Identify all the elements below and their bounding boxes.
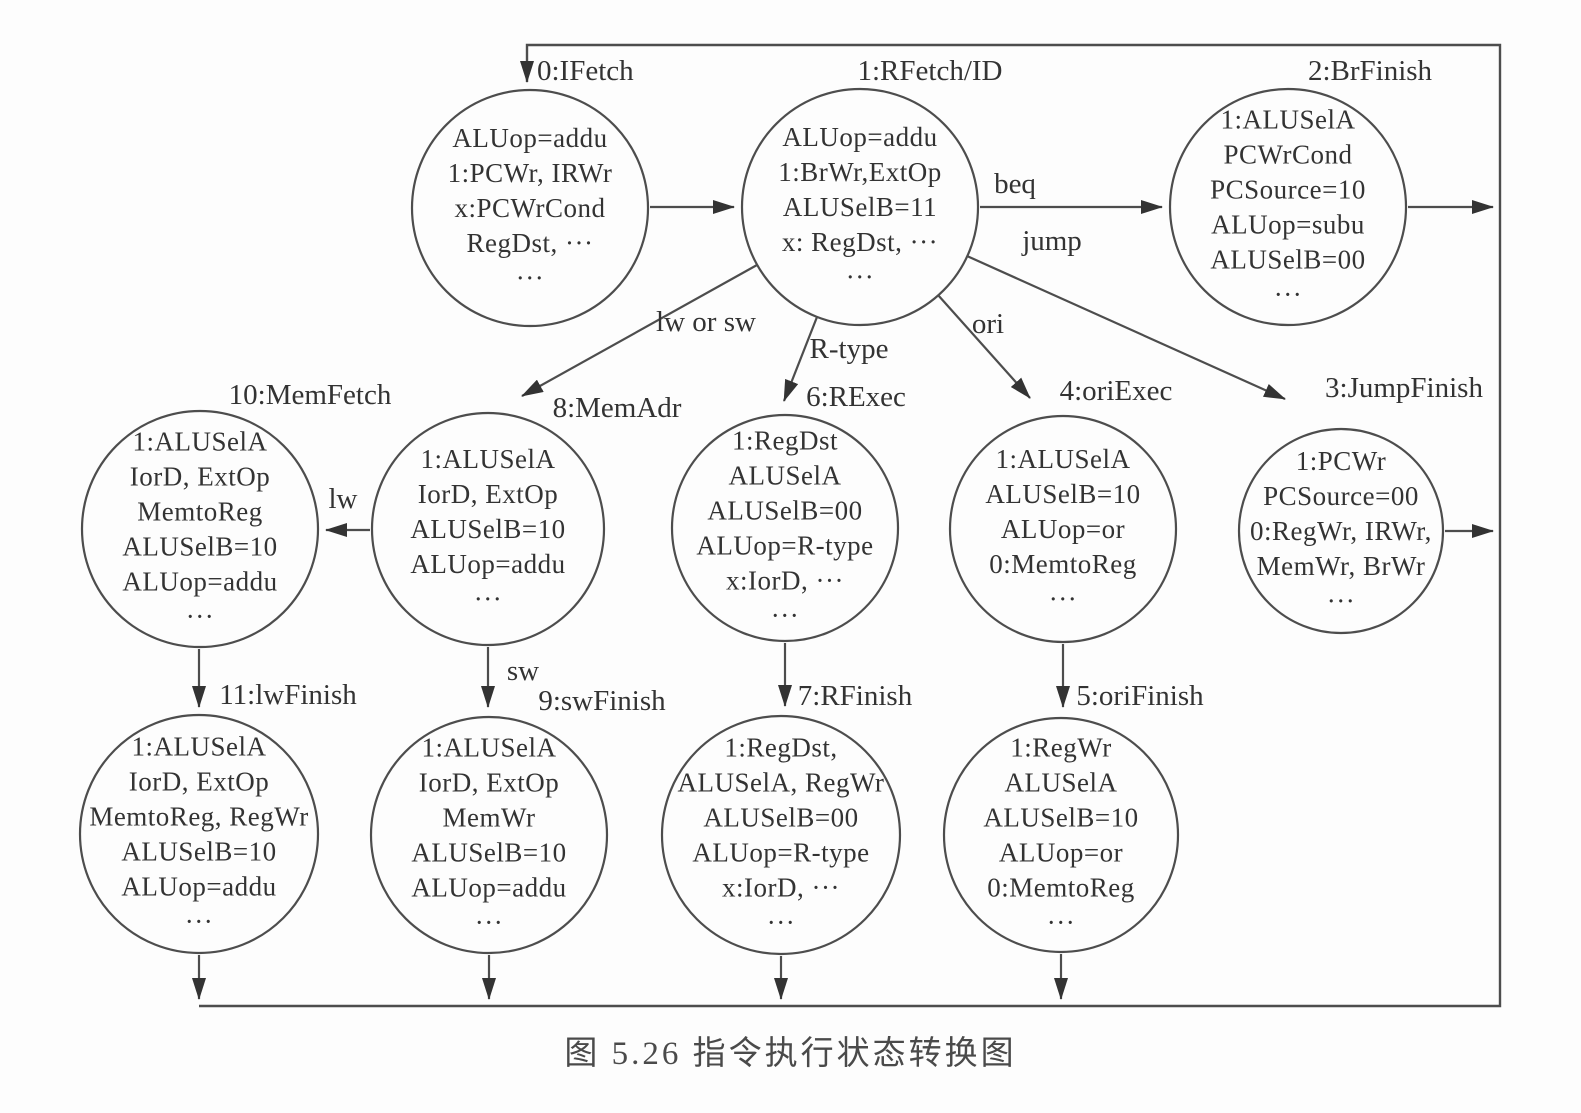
transition-1-3	[966, 254, 1286, 401]
figure-caption: 图 5.26 指令执行状态转换图	[564, 1036, 1017, 1072]
state-circle-4	[948, 414, 1178, 644]
state-circle-5	[942, 716, 1180, 954]
state-name-3: 3:JumpFinish	[1325, 372, 1483, 404]
state-circle-0	[410, 88, 650, 328]
state-name-2: 2:BrFinish	[1308, 55, 1433, 87]
state-name-5: 5:oriFinish	[1076, 680, 1204, 712]
transition-label-8-10: lw	[329, 483, 358, 515]
transition-label-8-9: sw	[507, 655, 539, 687]
transition-1-8	[521, 264, 758, 397]
transition-label-1-3: jump	[1021, 225, 1082, 257]
transition-1-6	[782, 316, 819, 402]
state-name-0: 0:IFetch	[537, 55, 634, 87]
state-circle-1	[740, 87, 980, 327]
state-circle-10	[80, 409, 320, 649]
transition-label-1-2: beq	[994, 168, 1036, 200]
transition-label-1-8: lw or sw	[656, 306, 756, 338]
state-circle-3	[1237, 427, 1445, 635]
state-circle-6	[670, 413, 900, 643]
state-name-8: 8:MemAdr	[553, 392, 682, 424]
state-circle-9	[369, 715, 609, 955]
state-name-9: 9:swFinish	[538, 685, 666, 717]
state-name-11: 11:lwFinish	[219, 679, 357, 711]
state-circle-7	[660, 714, 902, 956]
transition-label-1-6: R-type	[810, 333, 889, 365]
state-circle-11	[78, 713, 320, 955]
state-circle-2	[1168, 87, 1408, 327]
state-name-6: 6:RExec	[806, 381, 906, 413]
state-name-4: 4:oriExec	[1060, 375, 1173, 407]
feedback-loop-line	[199, 43, 1502, 1008]
state-name-7: 7:RFinish	[798, 680, 913, 712]
transition-1-4	[937, 294, 1031, 399]
state-name-1: 1:RFetch/ID	[858, 55, 1003, 87]
transition-label-1-4: ori	[972, 308, 1004, 340]
state-circle-8	[370, 411, 606, 647]
state-name-10: 10:MemFetch	[229, 379, 392, 411]
